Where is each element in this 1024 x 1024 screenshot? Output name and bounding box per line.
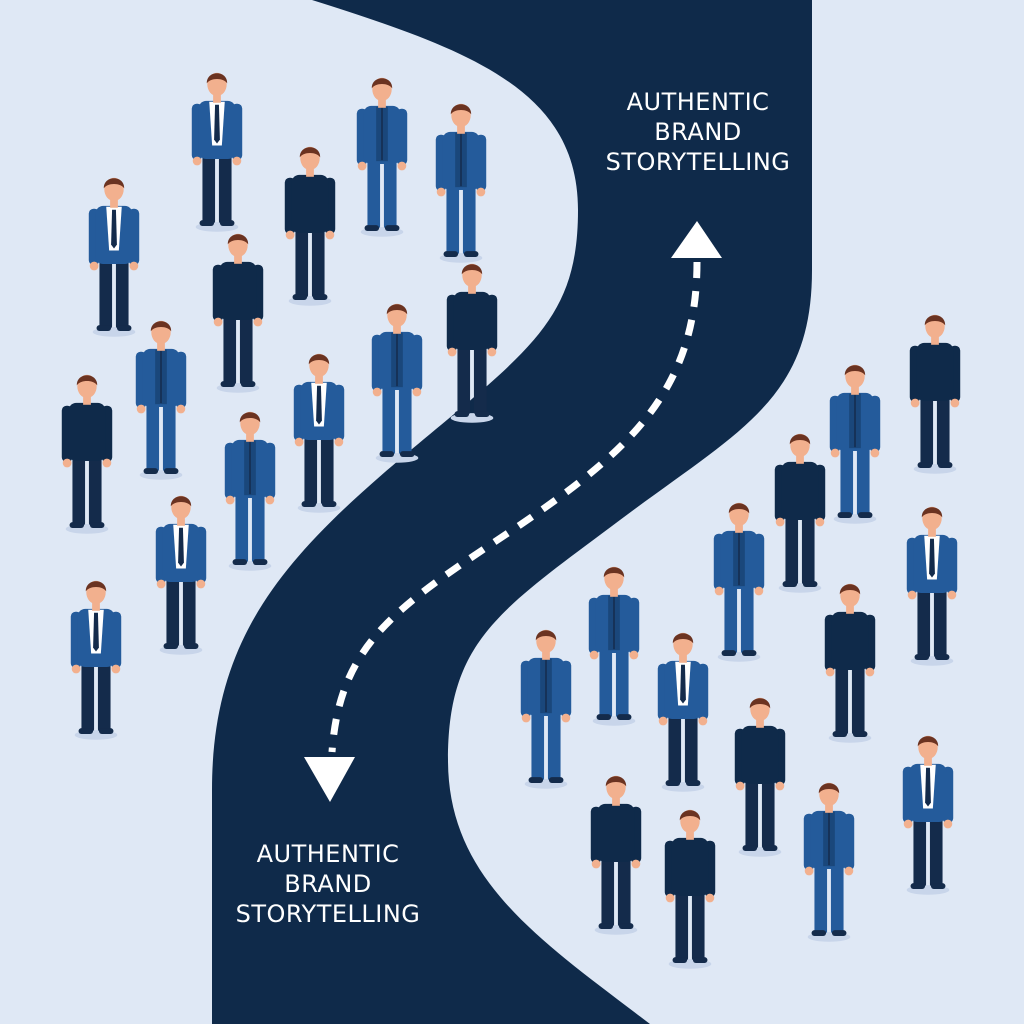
person-icon	[803, 782, 855, 942]
person-icon	[61, 374, 113, 534]
person-icon	[657, 632, 709, 792]
person-icon	[734, 697, 786, 857]
person-icon	[135, 320, 187, 480]
winding-road	[212, 0, 812, 1024]
person-icon	[664, 809, 716, 969]
person-icon	[520, 629, 572, 789]
person-icon	[590, 775, 642, 935]
person-icon	[909, 314, 961, 474]
caption-top: AUTHENTIC BRAND STORYTELLING	[588, 87, 808, 177]
person-icon	[774, 433, 826, 593]
person-icon	[284, 146, 336, 306]
person-icon	[191, 72, 243, 232]
caption-bottom: AUTHENTIC BRAND STORYTELLING	[218, 839, 438, 929]
person-icon	[293, 353, 345, 513]
caption-top-line-3: STORYTELLING	[605, 148, 791, 176]
person-icon	[155, 495, 207, 655]
person-icon	[70, 580, 122, 740]
person-icon	[906, 506, 958, 666]
person-icon	[902, 735, 954, 895]
arrow-down-icon	[304, 757, 355, 802]
person-icon	[824, 583, 876, 743]
caption-bottom-line-3: STORYTELLING	[235, 900, 421, 928]
person-icon	[588, 566, 640, 726]
person-icon	[212, 233, 264, 393]
person-icon	[224, 411, 276, 571]
caption-top-line-2: BRAND	[654, 118, 742, 146]
crowd	[61, 72, 961, 969]
caption-top-line-1: AUTHENTIC	[626, 88, 770, 116]
person-icon	[88, 177, 140, 337]
caption-bottom-line-2: BRAND	[284, 870, 372, 898]
person-icon	[829, 364, 881, 524]
person-icon	[371, 303, 423, 463]
person-icon	[356, 77, 408, 237]
caption-bottom-line-1: AUTHENTIC	[256, 840, 400, 868]
person-icon	[713, 502, 765, 662]
dashed-route	[328, 261, 701, 753]
person-icon	[446, 263, 498, 423]
person-icon	[435, 103, 487, 263]
arrow-up-icon	[671, 221, 722, 258]
